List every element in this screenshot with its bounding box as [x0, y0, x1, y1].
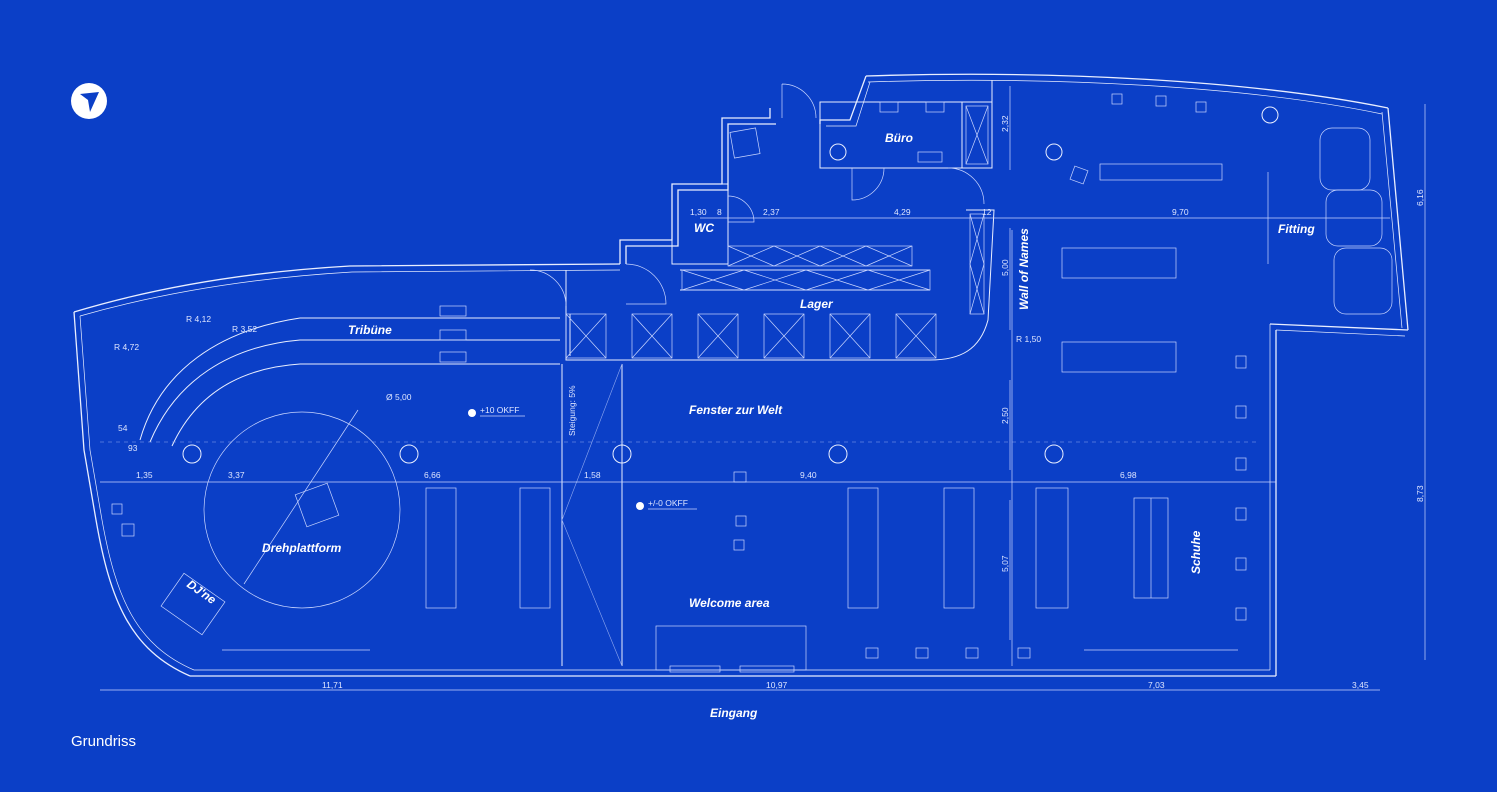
dimension-337: 3,37 — [228, 470, 245, 480]
room-label-eingang: Eingang — [710, 706, 758, 720]
dimension-507: 5,07 — [1000, 555, 1010, 572]
dimension-500: 5,00 — [1000, 259, 1010, 276]
dimension-873: 8,73 — [1415, 485, 1425, 502]
interior-walls — [139, 80, 1013, 667]
room-label-wall-of-names: Wall of Names — [1017, 228, 1031, 310]
annotation-diameter: Ø 5,00 — [386, 392, 412, 402]
annotation-r150: R 1,50 — [1016, 334, 1041, 344]
annotation-r352: R 3,52 — [232, 324, 257, 334]
dimension-429: 4,29 — [894, 207, 911, 217]
room-label-lager: Lager — [800, 297, 834, 311]
dimension-345: 3,45 — [1352, 680, 1369, 690]
level-marker-zero: +/-0 OKFF — [636, 498, 697, 510]
room-label-drehplattform: Drehplattform — [262, 541, 342, 555]
room-label-schuhe: Schuhe — [1189, 530, 1203, 574]
dimension-158: 1,58 — [584, 470, 601, 480]
dimension-698: 6,98 — [1120, 470, 1137, 480]
columns — [182, 106, 1279, 464]
outer-walls — [73, 73, 1409, 677]
dimension-703: 7,03 — [1148, 680, 1165, 690]
dimension-135: 1,35 — [136, 470, 153, 480]
dimension-93: 93 — [128, 443, 138, 453]
room-label-wc: WC — [694, 221, 714, 235]
annotation-steigung: Steigung: 5% — [567, 385, 577, 436]
dimension-232: 2,32 — [1000, 115, 1010, 132]
dimension-237: 2,37 — [763, 207, 780, 217]
dimension-666: 6,66 — [424, 470, 441, 480]
dimension-1097: 10,97 — [766, 680, 788, 690]
room-label-fitting: Fitting — [1278, 222, 1315, 236]
annotation-okff-plus10: +10 OKFF — [480, 405, 519, 415]
storage-racks — [565, 105, 989, 359]
room-label-tribuene: Tribüne — [348, 323, 392, 337]
annotation-okff-zero: +/-0 OKFF — [648, 498, 688, 508]
dimension-940: 9,40 — [800, 470, 817, 480]
dimension-8: 8 — [717, 207, 722, 217]
room-label-fenster: Fenster zur Welt — [689, 403, 783, 417]
room-label-welcome: Welcome area — [689, 596, 770, 610]
dimension-54: 54 — [118, 423, 128, 433]
dimension-12: 12 — [982, 207, 992, 217]
dimension-130: 1,30 — [690, 207, 707, 217]
room-label-buero: Büro — [885, 131, 913, 145]
dimension-616: 6,16 — [1415, 189, 1425, 206]
caption: Grundriss — [71, 733, 137, 750]
dimension-250: 2,50 — [1000, 407, 1010, 424]
dimension-970: 9,70 — [1172, 207, 1189, 217]
dimension-1171: 11,71 — [322, 680, 343, 690]
level-marker-plus10: +10 OKFF — [468, 405, 525, 417]
annotation-r472: R 4,72 — [114, 342, 139, 352]
compass-arrow-icon — [71, 83, 107, 119]
room-label-dj: DJ'ne — [184, 577, 219, 607]
dimension-lines — [100, 86, 1426, 691]
doors — [529, 83, 985, 307]
annotation-r412: R 4,12 — [186, 314, 211, 324]
furniture — [111, 93, 1393, 673]
